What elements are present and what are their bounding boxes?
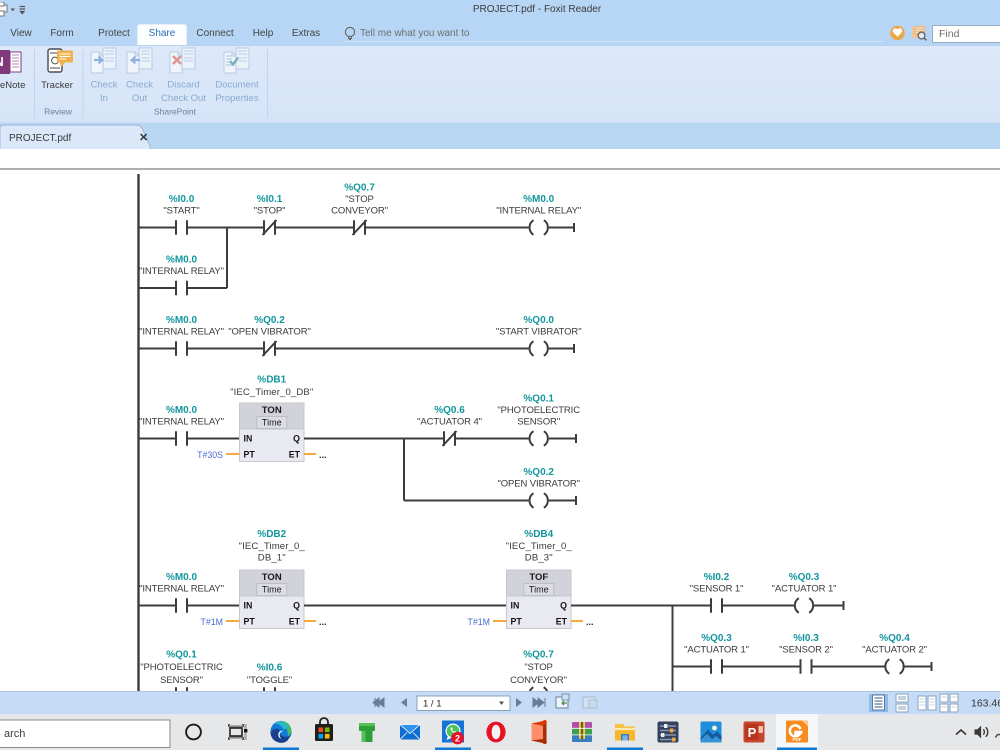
- svg-text:"START": "START": [163, 206, 199, 217]
- svg-text:"ACTUATOR 1": "ACTUATOR 1": [772, 584, 837, 595]
- svg-text:"IEC_Timer_0_DB": "IEC_Timer_0_DB": [230, 387, 313, 398]
- svg-text:IN: IN: [511, 601, 520, 611]
- svg-text:T#1M: T#1M: [468, 617, 491, 627]
- svg-text:P: P: [748, 725, 757, 740]
- svg-text:"SENSOR 1": "SENSOR 1": [690, 584, 744, 595]
- svg-text:%DB4: %DB4: [524, 529, 553, 540]
- svg-text:SENSOR": SENSOR": [517, 417, 560, 428]
- svg-text:"OPEN VIBRATOR": "OPEN VIBRATOR": [228, 327, 311, 338]
- svg-text:"PHOTOELECTRIC: "PHOTOELECTRIC: [140, 662, 223, 673]
- svg-text:Review: Review: [44, 107, 73, 117]
- svg-text:"IEC_Timer_0_: "IEC_Timer_0_: [506, 541, 573, 552]
- svg-text:"ACTUATOR 4": "ACTUATOR 4": [417, 417, 482, 428]
- svg-text:%DB2: %DB2: [257, 529, 286, 540]
- svg-text:163.46: 163.46: [971, 698, 1000, 710]
- svg-text:DB_1": DB_1": [258, 553, 286, 564]
- svg-text:PT: PT: [511, 617, 523, 627]
- svg-text:%I0.3: %I0.3: [793, 633, 819, 644]
- svg-text:%I0.0: %I0.0: [169, 194, 195, 205]
- svg-text:ET: ET: [289, 450, 301, 460]
- svg-text:%I0.6: %I0.6: [257, 663, 283, 674]
- svg-text:%Q0.1: %Q0.1: [523, 394, 554, 405]
- svg-text:DB_3": DB_3": [525, 553, 553, 564]
- svg-text:...: ...: [319, 450, 327, 460]
- svg-text:Check Out: Check Out: [161, 93, 206, 104]
- svg-text:%M0.0: %M0.0: [523, 194, 555, 205]
- svg-text:%M0.0: %M0.0: [166, 255, 198, 266]
- svg-text:%Q0.7: %Q0.7: [523, 650, 554, 661]
- svg-text:%Q0.6: %Q0.6: [434, 405, 465, 416]
- svg-text:"STOP": "STOP": [254, 206, 286, 217]
- svg-text:Check: Check: [126, 80, 153, 91]
- svg-text:Time: Time: [262, 585, 282, 595]
- svg-text:PT: PT: [244, 617, 256, 627]
- svg-text:%Q0.4: %Q0.4: [879, 633, 910, 644]
- svg-text:"INTERNAL RELAY": "INTERNAL RELAY": [496, 206, 581, 217]
- svg-text:"START VIBRATOR": "START VIBRATOR": [496, 327, 582, 338]
- svg-text:ET: ET: [289, 617, 301, 627]
- svg-text:TON: TON: [262, 405, 282, 416]
- svg-text:%Q0.1: %Q0.1: [166, 650, 197, 661]
- svg-text:SENSOR": SENSOR": [160, 675, 203, 686]
- svg-text:%M0.0: %M0.0: [166, 572, 198, 583]
- svg-text:"ACTUATOR 2": "ACTUATOR 2": [862, 645, 927, 656]
- svg-text:"PHOTOELECTRIC: "PHOTOELECTRIC: [497, 405, 580, 416]
- svg-text:T#30S: T#30S: [197, 450, 223, 460]
- svg-text:Time: Time: [262, 418, 282, 428]
- svg-text:TOF: TOF: [529, 572, 548, 583]
- svg-text:CONVEYOR": CONVEYOR": [331, 206, 388, 217]
- svg-text:"OPEN VIBRATOR": "OPEN VIBRATOR": [497, 479, 580, 490]
- svg-text:"INTERNAL RELAY": "INTERNAL RELAY": [139, 417, 224, 428]
- svg-text:%M0.0: %M0.0: [166, 315, 198, 326]
- svg-text:Time: Time: [529, 585, 549, 595]
- svg-text:TON: TON: [262, 572, 282, 583]
- svg-text:%I0.1: %I0.1: [257, 194, 283, 205]
- svg-text:%I0.2: %I0.2: [704, 572, 730, 583]
- svg-text:Properties: Properties: [215, 93, 259, 104]
- svg-text:"TOGGLE": "TOGGLE": [247, 675, 292, 686]
- svg-text:Out: Out: [132, 93, 148, 104]
- svg-text:%Q0.3: %Q0.3: [701, 633, 732, 644]
- svg-text:Check: Check: [91, 80, 118, 91]
- svg-text:%DB1: %DB1: [257, 375, 286, 386]
- svg-text:eNote: eNote: [0, 80, 25, 91]
- svg-text:"INTERNAL RELAY": "INTERNAL RELAY": [139, 584, 224, 595]
- svg-text:arch: arch: [4, 728, 25, 740]
- svg-text:1 / 1: 1 / 1: [423, 699, 442, 710]
- svg-text:"STOP: "STOP: [524, 662, 553, 673]
- svg-text:Q: Q: [293, 434, 300, 444]
- svg-text:Discard: Discard: [167, 80, 199, 91]
- svg-text:%Q0.2: %Q0.2: [254, 315, 285, 326]
- svg-text:PT: PT: [244, 450, 256, 460]
- svg-text:Document: Document: [215, 80, 259, 91]
- svg-text:ET: ET: [556, 617, 568, 627]
- svg-text:"INTERNAL RELAY": "INTERNAL RELAY": [139, 327, 224, 338]
- svg-text:"STOP: "STOP: [345, 194, 374, 205]
- svg-text:%Q0.2: %Q0.2: [523, 467, 554, 478]
- svg-text:%M0.0: %M0.0: [166, 405, 198, 416]
- svg-text:In: In: [100, 93, 108, 104]
- svg-text:T#1M: T#1M: [201, 617, 224, 627]
- svg-text:%Q0.7: %Q0.7: [344, 183, 375, 194]
- svg-text:"SENSOR 2": "SENSOR 2": [779, 645, 833, 656]
- svg-text:Q: Q: [560, 601, 567, 611]
- svg-text:...: ...: [586, 617, 594, 627]
- svg-text:SharePoint: SharePoint: [154, 107, 197, 117]
- svg-text:"IEC_Timer_0_: "IEC_Timer_0_: [239, 541, 306, 552]
- svg-text:IN: IN: [244, 601, 253, 611]
- svg-text:...: ...: [319, 617, 327, 627]
- svg-text:"INTERNAL RELAY": "INTERNAL RELAY": [139, 266, 224, 277]
- svg-text:PDF: PDF: [792, 737, 801, 742]
- svg-text:2: 2: [455, 734, 460, 744]
- svg-text:%Q0.0: %Q0.0: [523, 315, 554, 326]
- svg-text:CONVEYOR": CONVEYOR": [510, 675, 567, 686]
- svg-text:Tracker: Tracker: [41, 80, 73, 91]
- svg-text:%Q0.3: %Q0.3: [789, 572, 820, 583]
- svg-text:"ACTUATOR 1": "ACTUATOR 1": [684, 645, 749, 656]
- svg-text:IN: IN: [244, 434, 253, 444]
- svg-text:N: N: [0, 54, 4, 69]
- svg-text:Q: Q: [293, 601, 300, 611]
